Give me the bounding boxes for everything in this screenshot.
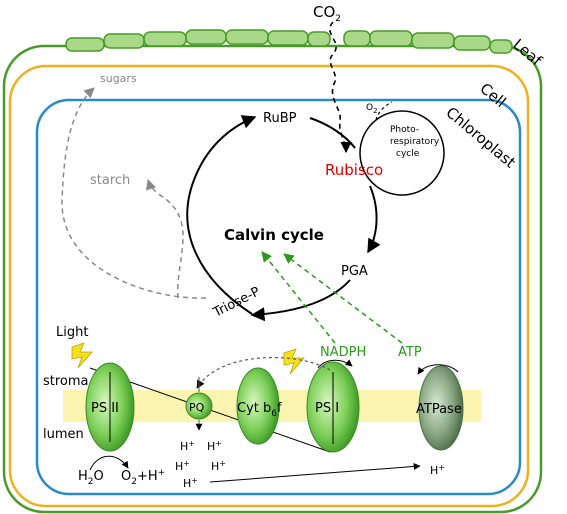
o2-label: O2 (366, 103, 378, 115)
h-plus-atpase: H+ (430, 463, 445, 477)
atp-production-arc (417, 364, 459, 375)
pq-complex (185, 392, 213, 420)
chloroplast-outline (35, 98, 522, 496)
h-plus-5: H+ (183, 476, 198, 490)
atp-label: ATP (398, 345, 422, 360)
leaf-epidermis (65, 29, 513, 54)
proton-gradient-arrow (209, 462, 421, 483)
cycle-arc-bottom (250, 279, 351, 322)
o2-h-label: O2+H+ (121, 468, 165, 487)
cycle-arc-right (367, 185, 381, 254)
cell-outline (8, 64, 530, 508)
cycle-arc-top (309, 117, 356, 149)
h-plus-4: H+ (211, 459, 226, 473)
sugars-arrow (61, 87, 207, 299)
leaf-outline (2, 44, 543, 514)
h-plus-3: H+ (175, 459, 190, 473)
o2-arrow (375, 101, 393, 121)
cyclic-electron-arrow (196, 357, 331, 389)
psii-label: PS II (91, 401, 119, 416)
photorespiratory-circle (359, 110, 445, 196)
stroma-label: stroma (43, 374, 89, 389)
photoresp-line2: respiratory (390, 137, 440, 147)
h-plus-1: H+ (180, 439, 195, 453)
chloroplast-label: Chloroplast (442, 103, 519, 171)
lumen-label: lumen (43, 427, 84, 442)
lightning-psi-icon (283, 348, 305, 375)
cell-label: Cell (476, 79, 509, 111)
h-plus-2: H+ (207, 439, 222, 453)
light-label: Light (56, 325, 88, 340)
atpase-complex (418, 365, 464, 451)
lightning-psii-icon (71, 342, 93, 369)
photoresp-line3: cycle (396, 149, 420, 159)
pga-label: PGA (341, 264, 368, 279)
calvin-cycle-label: Calvin cycle (224, 226, 324, 244)
cycle-arc-left (186, 115, 257, 315)
pq-label: PQ (189, 401, 205, 414)
leaf-label: Leaf (509, 35, 545, 70)
photoresp-line1: Photo- (390, 125, 419, 135)
rubisco-label: Rubisco (325, 161, 383, 179)
co2-arrow (329, 21, 352, 154)
h2o-label: H2O (78, 469, 104, 487)
cytb6f-complex (236, 367, 280, 445)
atpase-label: ATPase (416, 402, 462, 417)
co2-label: CO2 (313, 3, 341, 24)
starch-arrow (146, 179, 184, 299)
atp-arrow (283, 253, 403, 344)
water-splitting-arc (89, 455, 129, 471)
starch-label: starch (90, 173, 130, 188)
psi-label: PS I (315, 401, 339, 416)
nadph-arrow (261, 251, 336, 344)
sugars-label: sugars (100, 72, 137, 85)
cytb6f-label: Cyt b6f (237, 401, 282, 419)
nadph-label: NADPH (320, 345, 366, 360)
nadph-production-arc (317, 359, 353, 369)
rubp-label: RuBP (263, 111, 297, 126)
